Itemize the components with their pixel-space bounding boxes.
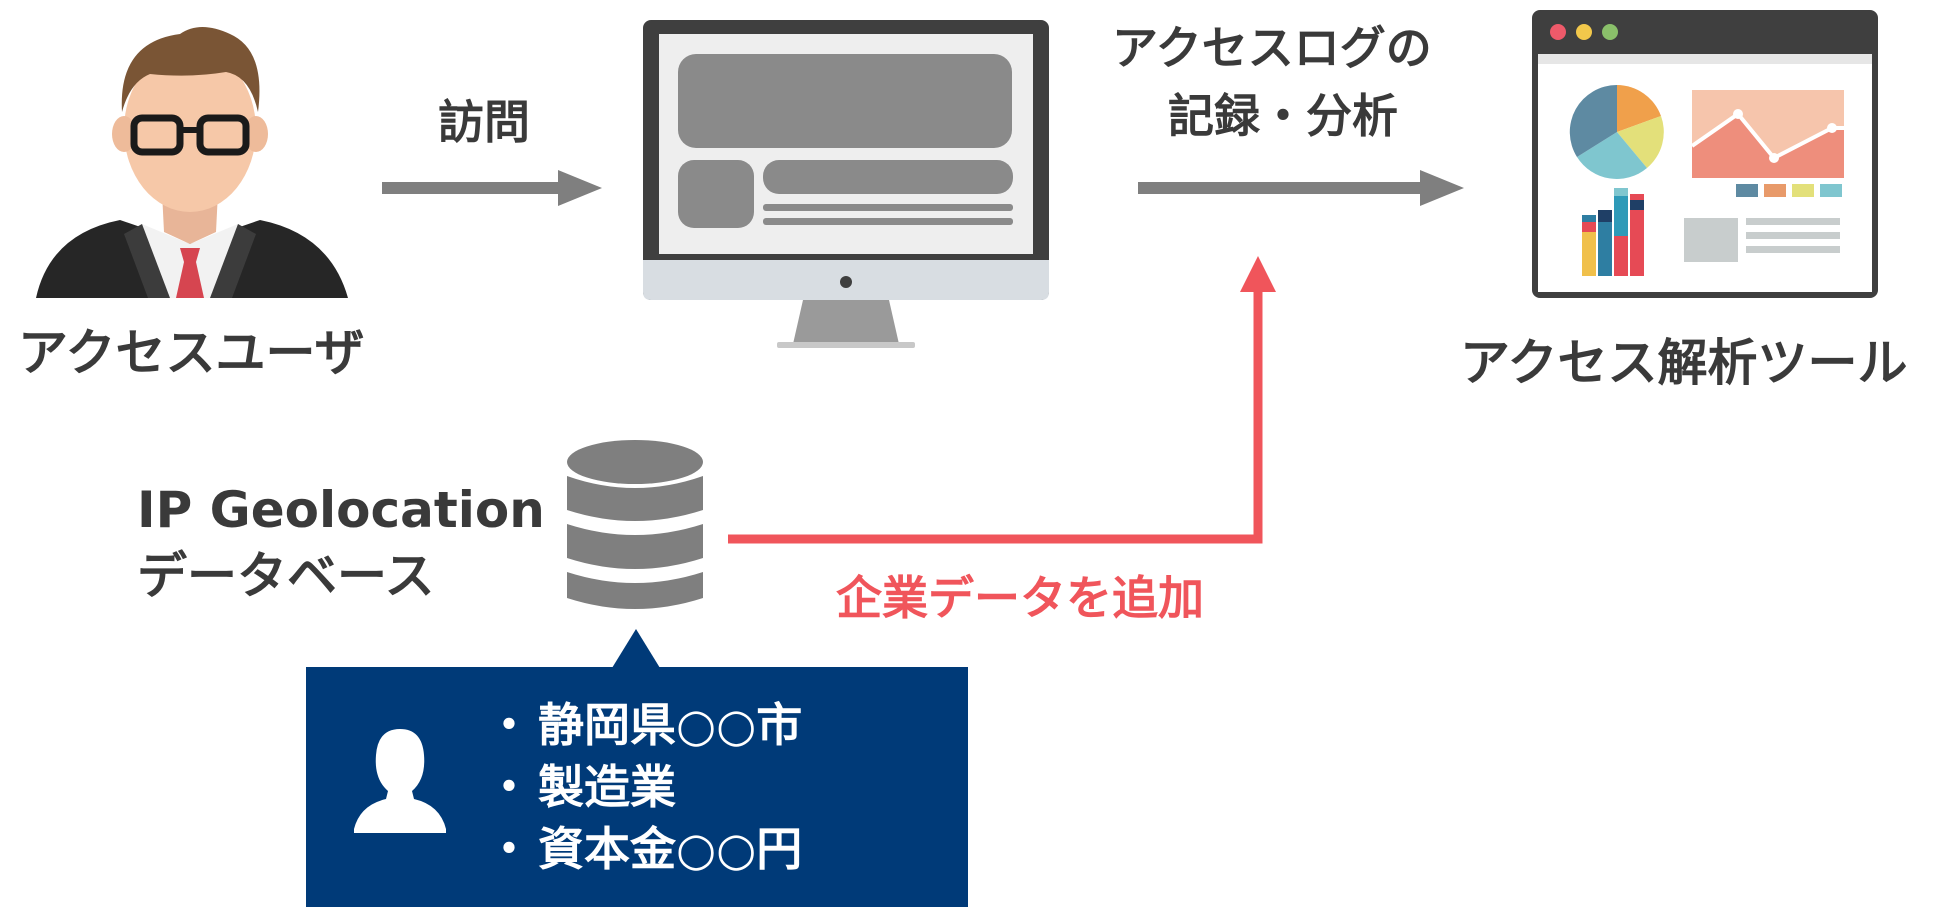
info-item-industry: ・製造業	[486, 761, 676, 814]
info-item-text: 資本金○○円	[538, 822, 803, 876]
businessman-icon	[36, 27, 348, 298]
bullet: ・	[486, 698, 532, 752]
log-label-line1: アクセスログの	[1112, 21, 1432, 75]
analytics-dashboard-icon	[1532, 10, 1878, 298]
info-item-location: ・静岡県○○市	[486, 699, 802, 752]
info-item-capital: ・資本金○○円	[486, 823, 802, 876]
visit-label: 訪問	[438, 95, 530, 149]
company-info-box: ・静岡県○○市 ・製造業 ・資本金○○円	[306, 667, 968, 907]
log-label-line2: 記録・分析	[1168, 89, 1398, 143]
log-arrow	[1138, 170, 1464, 206]
add-data-arrow	[728, 256, 1276, 544]
database-icon	[567, 440, 703, 609]
geo-db-label-line2: データベース	[137, 547, 435, 605]
info-box-pointer	[612, 629, 660, 668]
info-item-text: 静岡県○○市	[538, 698, 803, 752]
visit-arrow	[382, 170, 602, 206]
geo-db-label-line1: IP Geolocation	[137, 481, 545, 539]
bullet: ・	[486, 822, 532, 876]
add-company-data-label: 企業データを追加	[836, 571, 1204, 625]
bullet: ・	[486, 760, 532, 814]
person-silhouette-icon	[354, 729, 446, 833]
access-user-label: アクセスユーザ	[18, 324, 365, 382]
desktop-monitor-icon	[643, 20, 1049, 348]
access-tool-label: アクセス解析ツール	[1460, 334, 1908, 392]
info-item-text: 製造業	[538, 760, 676, 814]
